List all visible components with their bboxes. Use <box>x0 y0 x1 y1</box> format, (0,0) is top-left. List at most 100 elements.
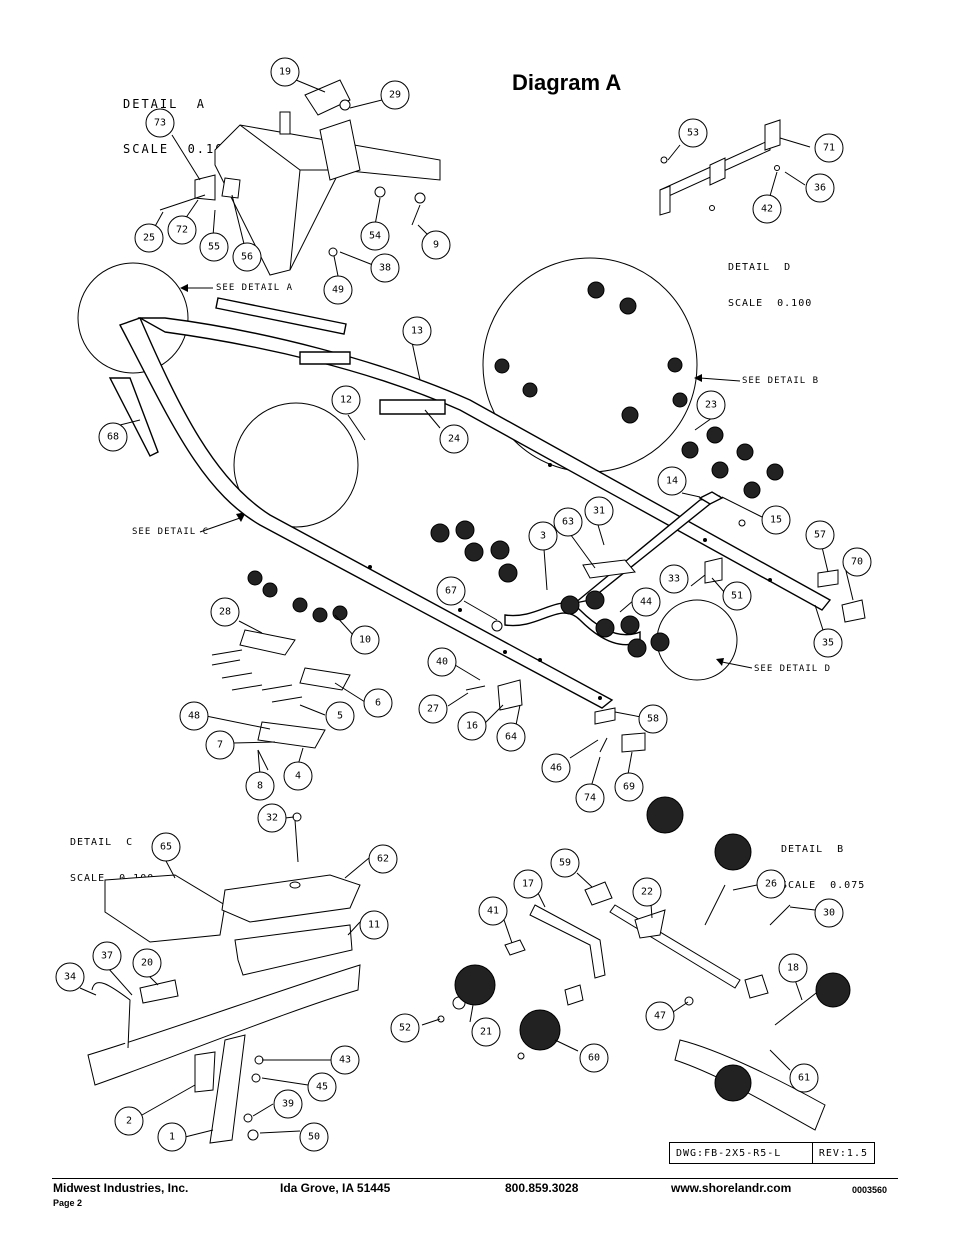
callout-number: 5 <box>337 711 343 722</box>
callout-number: 69 <box>623 782 635 793</box>
callout-number: 17 <box>522 879 534 890</box>
callout-bubble <box>550 848 580 878</box>
callout-bubble <box>273 1089 303 1119</box>
callout-39: 39 <box>273 1089 303 1119</box>
callout-54: 54 <box>360 221 390 251</box>
callout-number: 32 <box>266 813 278 824</box>
callout-bubble <box>368 844 398 874</box>
callout-bubble <box>752 194 782 224</box>
callout-bubble <box>814 898 844 928</box>
callout-36: 36 <box>805 173 835 203</box>
callout-number: 24 <box>448 434 460 445</box>
callout-41: 41 <box>478 896 508 926</box>
callout-bubble <box>402 316 432 346</box>
callout-number: 71 <box>823 143 835 154</box>
callout-bubble <box>457 711 487 741</box>
callout-52: 52 <box>390 1013 420 1043</box>
callout-bubble <box>132 948 162 978</box>
callout-6: 6 <box>363 688 393 718</box>
detail-b-label: DETAIL B SCALE 0.075 <box>781 820 865 904</box>
callout-27: 27 <box>418 694 448 724</box>
callout-72: 72 <box>167 215 197 245</box>
callout-number: 29 <box>389 90 401 101</box>
callout-65: 65 <box>151 832 181 862</box>
callout-46: 46 <box>541 753 571 783</box>
trailer-frame <box>108 297 832 709</box>
callout-number: 55 <box>208 242 220 253</box>
callout-bubble <box>761 505 791 535</box>
callout-29: 29 <box>380 80 410 110</box>
callout-bubble <box>360 221 390 251</box>
callout-number: 45 <box>316 1082 328 1093</box>
callout-56: 56 <box>232 242 262 272</box>
callout-26: 26 <box>756 869 786 899</box>
callout-number: 36 <box>814 183 826 194</box>
detail-c-circle <box>233 402 359 528</box>
callout-number: 47 <box>654 1011 666 1022</box>
callout-22: 22 <box>632 877 662 907</box>
callout-number: 1 <box>169 1132 175 1143</box>
callout-64: 64 <box>496 722 526 752</box>
callout-number: 9 <box>433 240 439 251</box>
footer-location: Ida Grove, IA 51445 <box>280 1181 391 1195</box>
footer-website[interactable]: www.shorelandr.com <box>671 1181 792 1195</box>
callout-bubble <box>350 625 380 655</box>
callout-number: 57 <box>814 530 826 541</box>
callout-number: 30 <box>823 908 835 919</box>
detail-a-drawing <box>159 79 441 276</box>
callout-32: 32 <box>257 803 287 833</box>
callout-bubble <box>541 753 571 783</box>
callout-number: 63 <box>562 517 574 528</box>
callout-bubble <box>657 466 687 496</box>
see-detail-d-label: SEE DETAIL D <box>754 664 832 674</box>
callout-59: 59 <box>550 848 580 878</box>
callout-number: 46 <box>550 763 562 774</box>
callout-37: 37 <box>92 941 122 971</box>
callout-2: 2 <box>114 1106 144 1136</box>
callout-number: 26 <box>765 879 777 890</box>
callout-bubble <box>659 564 689 594</box>
diagram-title: Diagram A <box>512 70 622 95</box>
callout-number: 52 <box>399 1023 411 1034</box>
callout-12: 12 <box>331 385 361 415</box>
footer-page-number: Page 2 <box>53 1198 83 1208</box>
callout-67: 67 <box>436 576 466 606</box>
callout-47: 47 <box>645 1001 675 1031</box>
callout-bubble <box>439 424 469 454</box>
callout-number: 64 <box>505 732 517 743</box>
callout-69: 69 <box>614 772 644 802</box>
callout-number: 39 <box>282 1099 294 1110</box>
callout-bubble <box>778 953 808 983</box>
callout-13: 13 <box>402 316 432 346</box>
drawing-number-box: DWG:FB-2X5-R5-L REV:1.5 <box>669 1142 875 1164</box>
callout-14: 14 <box>657 466 687 496</box>
callout-bubble <box>270 57 300 87</box>
callout-number: 20 <box>141 958 153 969</box>
callout-bubble <box>575 783 605 813</box>
callout-number: 2 <box>126 1116 132 1127</box>
callout-number: 67 <box>445 586 457 597</box>
callout-bubble <box>842 547 872 577</box>
callout-4: 4 <box>283 761 313 791</box>
callout-74: 74 <box>575 783 605 813</box>
callout-23: 23 <box>696 390 726 420</box>
callout-number: 35 <box>822 638 834 649</box>
callout-number: 33 <box>668 574 680 585</box>
callout-57: 57 <box>805 520 835 550</box>
bunk-bracket-parts <box>211 629 351 771</box>
callout-bubble <box>614 772 644 802</box>
callout-number: 25 <box>143 233 155 244</box>
callout-bubble <box>92 941 122 971</box>
callout-bubble <box>179 701 209 731</box>
detail-d-label: DETAIL D SCALE 0.100 <box>728 238 812 322</box>
callout-68: 68 <box>98 422 128 452</box>
callout-51: 51 <box>722 581 752 611</box>
callout-bubble <box>645 1001 675 1031</box>
callout-number: 48 <box>188 711 200 722</box>
callout-49: 49 <box>323 275 353 305</box>
callout-60: 60 <box>579 1043 609 1073</box>
callout-number: 50 <box>308 1132 320 1143</box>
detail-a-circle <box>77 262 189 374</box>
callout-number: 12 <box>340 395 352 406</box>
callout-number: 54 <box>369 231 381 242</box>
